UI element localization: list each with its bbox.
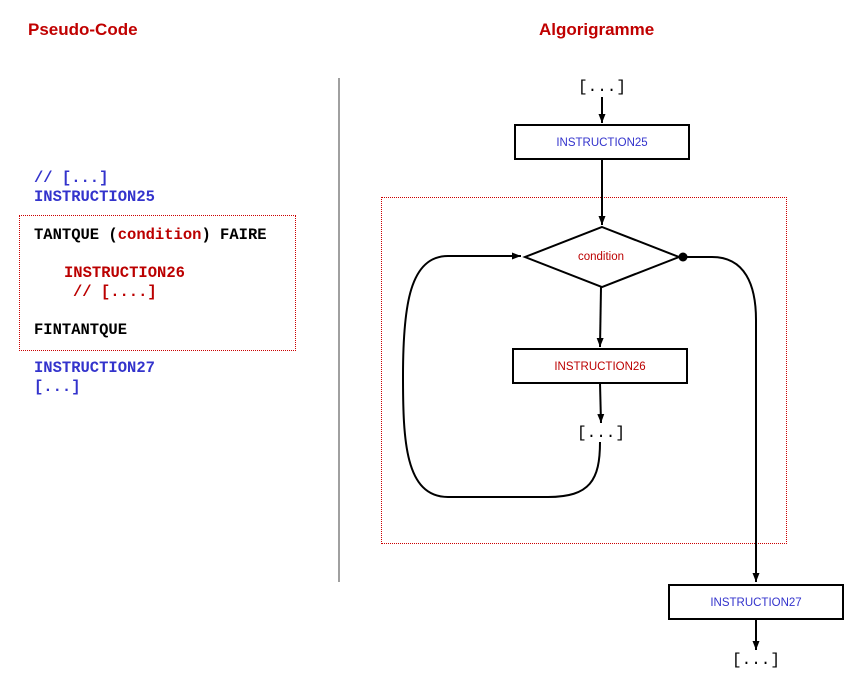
pseudo-instruction27: INSTRUCTION27 (34, 359, 155, 377)
instr26-label: INSTRUCTION26 (554, 361, 645, 373)
comment-top: // [...] (34, 169, 109, 187)
edge-condition-to-instr26 (596, 286, 604, 348)
tantque-line: TANTQUE (condition) FAIRE (34, 226, 267, 245)
condition-label: condition (578, 251, 624, 263)
fintantque-line: FINTANTQUE (34, 321, 128, 339)
pseudo-instruction25: INSTRUCTION25 (34, 188, 155, 206)
tantque-suffix: ) FAIRE (201, 226, 267, 244)
tantque-condition: condition (117, 226, 202, 244)
start-ellipsis: [...] (578, 78, 626, 96)
edge-instr26-to-ellipsis (597, 382, 605, 424)
instr27-label: INSTRUCTION27 (710, 597, 801, 609)
instr27-box (668, 584, 844, 620)
instr26-box (512, 348, 688, 384)
loop-highlight-box (19, 215, 296, 351)
pseudo-ellipsis-bottom: [...] (34, 378, 81, 396)
condition-diamond (522, 225, 682, 289)
pseudo-code-heading: Pseudo-Code (28, 20, 138, 39)
edge-loop-back (401, 252, 601, 498)
flowchart-loop-highlight (381, 197, 787, 544)
end-ellipsis: [...] (732, 651, 780, 669)
instr25-box (514, 124, 690, 160)
edge-condition-exit (683, 256, 760, 582)
instr25-label: INSTRUCTION25 (556, 137, 647, 149)
comment-inner: // [....] (73, 283, 157, 301)
loop-ellipsis: [...] (577, 424, 625, 442)
vertical-divider (338, 78, 340, 582)
pseudo-instruction26: INSTRUCTION26 (64, 264, 185, 282)
tantque-prefix: TANTQUE ( (34, 226, 118, 244)
flowchart-heading: Algorigramme (539, 20, 655, 39)
